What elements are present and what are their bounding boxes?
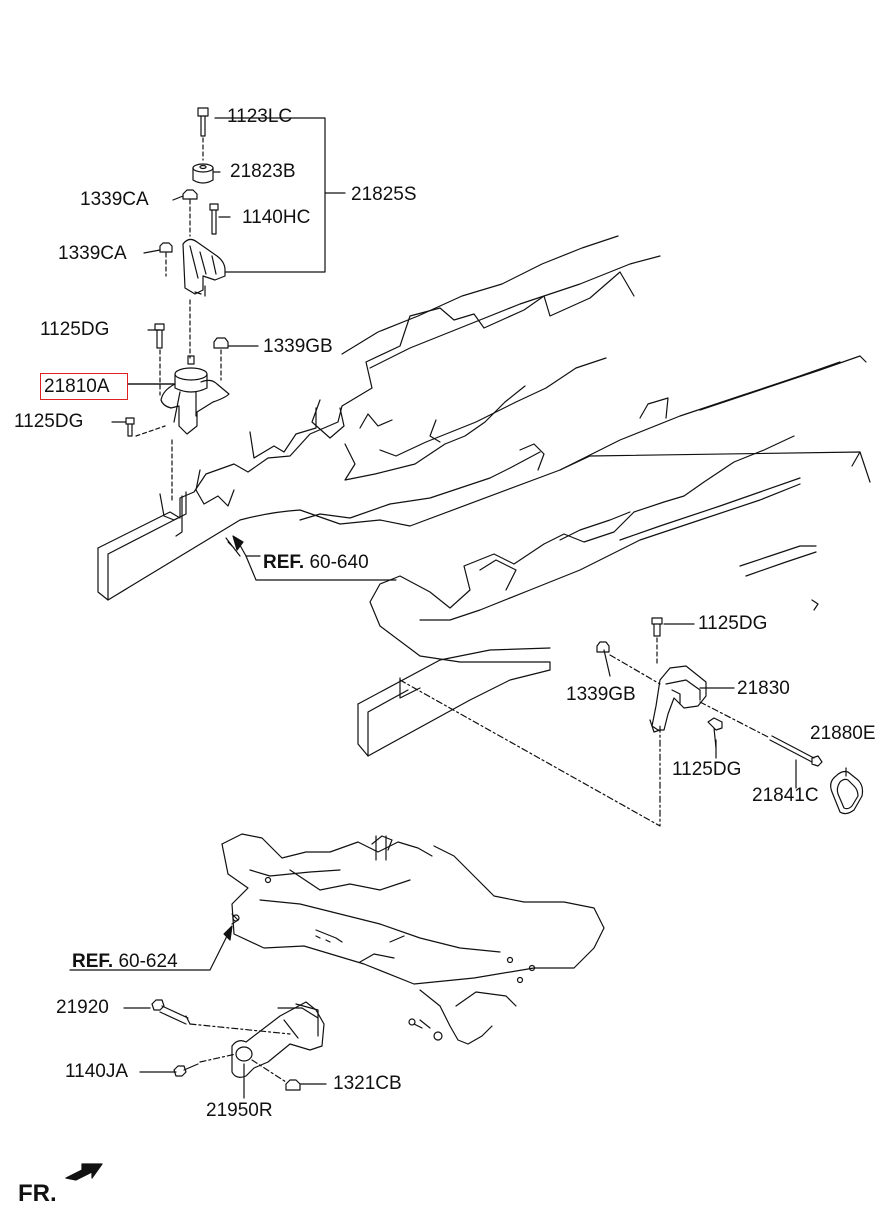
- label-21830[interactable]: 21830: [737, 678, 790, 699]
- transmission-mount: [596, 617, 864, 815]
- label-21950R[interactable]: 21950R: [206, 1100, 273, 1121]
- label-21810A-highlighted[interactable]: 21810A: [40, 373, 128, 400]
- label-1339CA-upper[interactable]: 1339CA: [80, 189, 149, 210]
- label-21825S[interactable]: 21825S: [351, 184, 417, 205]
- label-1123LC[interactable]: 1123LC: [227, 106, 293, 127]
- label-1140HC[interactable]: 1140HC: [242, 207, 311, 228]
- ref-number: 60-640: [309, 552, 369, 573]
- ref-60-624[interactable]: REF. 60-624: [72, 951, 178, 973]
- sub-frame: [69, 833, 605, 1045]
- label-21841C[interactable]: 21841C: [752, 785, 819, 806]
- label-1321CB[interactable]: 1321CB: [333, 1073, 402, 1094]
- label-1339GB-lower[interactable]: 1339GB: [566, 684, 636, 705]
- ref-prefix: REF.: [72, 951, 114, 972]
- ref-number: 60-624: [118, 951, 178, 972]
- ref-prefix: REF.: [263, 552, 305, 573]
- label-21823B[interactable]: 21823B: [230, 161, 296, 182]
- label-1125DG-trans-top[interactable]: 1125DG: [698, 613, 768, 634]
- lower-side-member: [357, 435, 819, 827]
- forward-arrow-icon: [65, 1163, 103, 1181]
- label-1125DG-trans-bottom[interactable]: 1125DG: [672, 759, 742, 780]
- front-direction-label: FR.: [18, 1180, 57, 1207]
- roll-rod: [151, 999, 325, 1091]
- label-21880E[interactable]: 21880E: [810, 723, 876, 744]
- label-1339CA-lower[interactable]: 1339CA: [58, 243, 127, 264]
- bracket-assembly: [159, 107, 346, 297]
- ref-60-640[interactable]: REF. 60-640: [263, 552, 369, 574]
- engine-mount: [125, 299, 230, 501]
- label-1339GB-upper[interactable]: 1339GB: [263, 336, 333, 357]
- label-1125DG-mount-bottom[interactable]: 1125DG: [14, 411, 84, 432]
- front-side-member: [97, 235, 871, 601]
- label-21920[interactable]: 21920: [56, 997, 109, 1018]
- label-1140JA[interactable]: 1140JA: [65, 1061, 129, 1082]
- leader-lines: [111, 195, 847, 1099]
- label-1125DG-mount-top[interactable]: 1125DG: [40, 319, 110, 340]
